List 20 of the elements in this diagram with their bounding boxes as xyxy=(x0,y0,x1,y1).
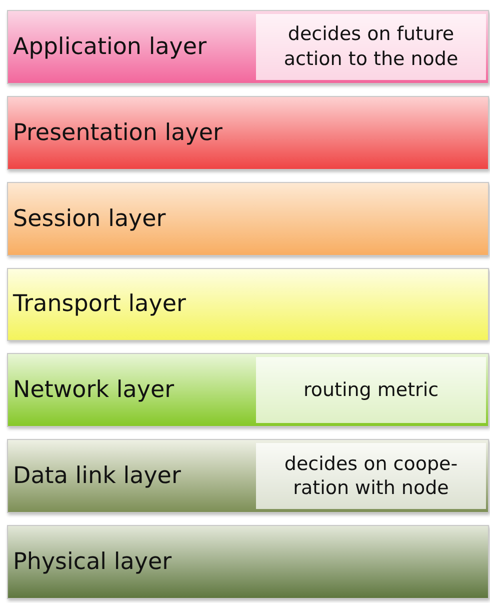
layer-band xyxy=(7,353,489,428)
layer-band xyxy=(7,439,489,514)
note-panel xyxy=(256,14,486,80)
note-text: decides on future action to the node xyxy=(282,22,460,72)
layer-name: Application layer xyxy=(13,34,207,60)
note-panel xyxy=(256,357,486,424)
note-text: decides on coope-ration with node xyxy=(283,452,459,501)
layer-name: Data link layer xyxy=(13,463,181,490)
note-panel xyxy=(256,443,486,510)
layer-band xyxy=(7,525,489,599)
layer-band xyxy=(7,182,489,256)
note-text: routing metric xyxy=(302,378,440,403)
layer-name: Session layer xyxy=(13,206,166,232)
layer-name: Network layer xyxy=(13,377,174,404)
layer-band xyxy=(7,10,489,84)
layer-name: Physical layer xyxy=(13,549,172,576)
layer-band xyxy=(7,96,489,170)
layer-name: Presentation layer xyxy=(13,120,222,146)
layer-band xyxy=(7,268,489,342)
layer-name: Transport layer xyxy=(13,291,186,318)
